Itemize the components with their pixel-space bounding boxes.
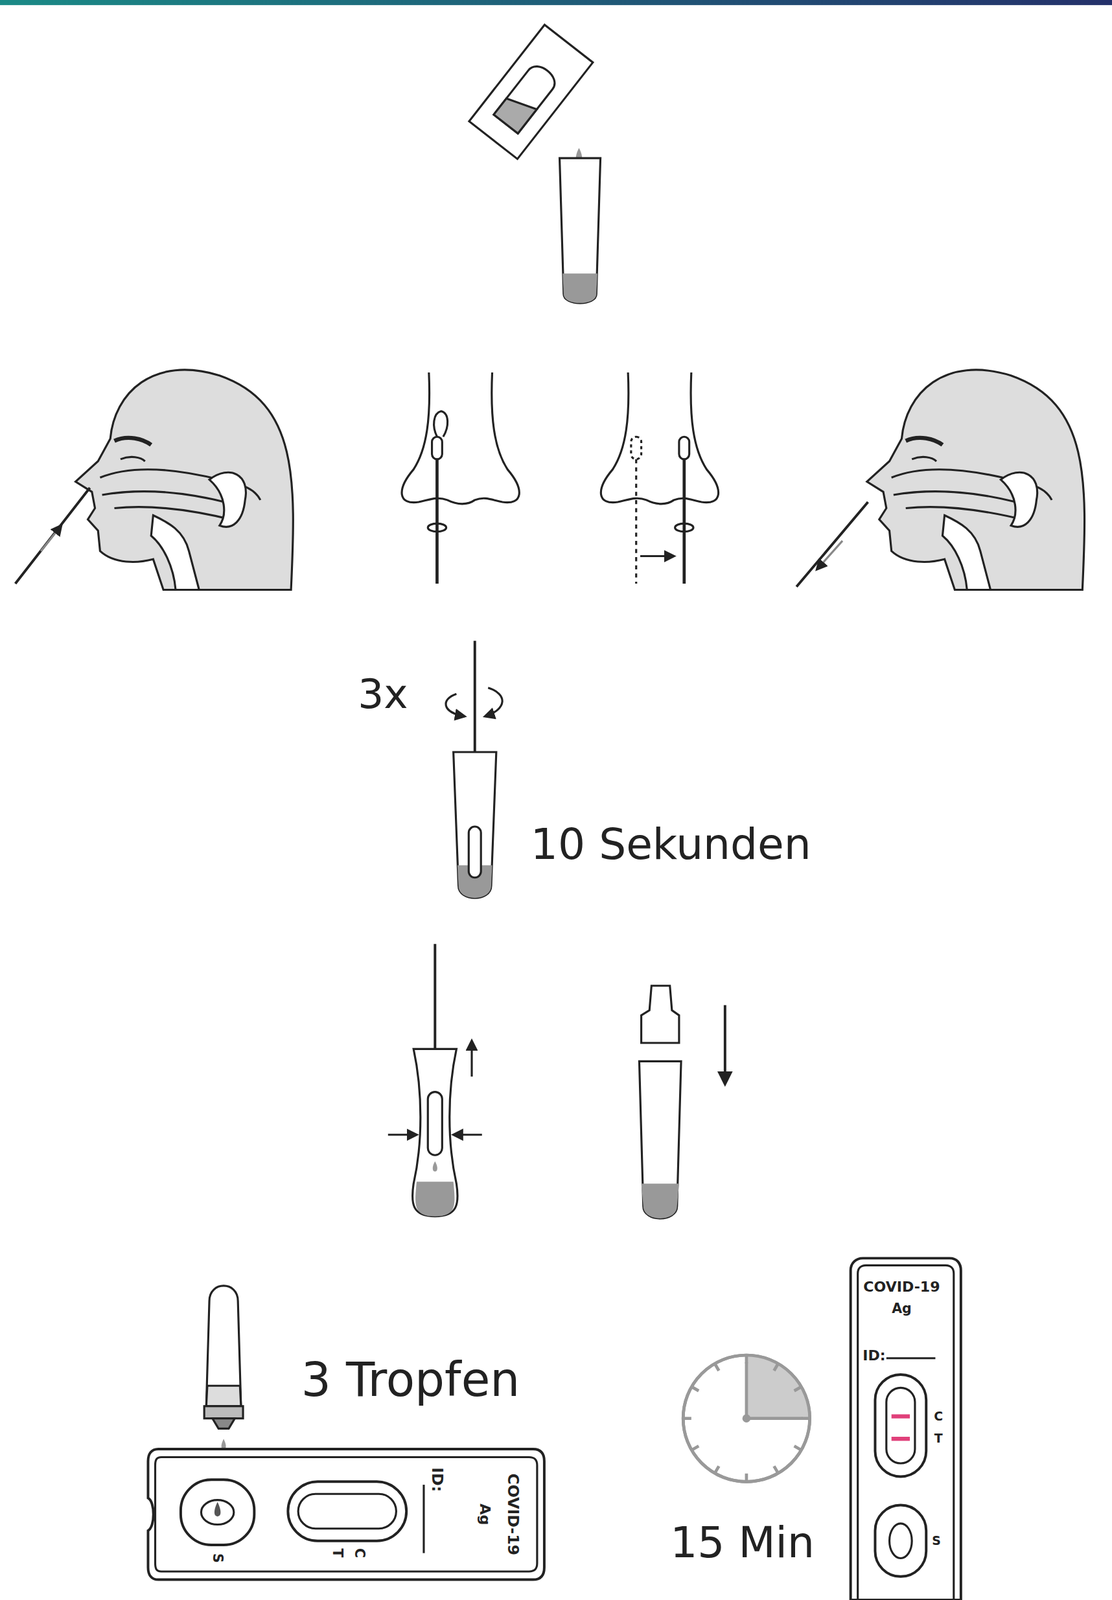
clock-tick bbox=[745, 1356, 749, 1365]
clock-tick bbox=[684, 1417, 692, 1421]
well-marker: S bbox=[931, 1535, 941, 1548]
time-label: 15 Min bbox=[670, 1522, 815, 1565]
clock-tick bbox=[773, 1364, 778, 1372]
clock-tick bbox=[692, 1446, 700, 1451]
drops-label: 3 Tropfen bbox=[301, 1356, 520, 1404]
clock-tick bbox=[794, 1446, 801, 1451]
clock-tick bbox=[715, 1364, 720, 1372]
line-marker: T bbox=[934, 1433, 943, 1446]
clock-tick bbox=[745, 1474, 749, 1482]
cassette-subtitle: Ag bbox=[477, 1504, 492, 1526]
clock-tick bbox=[692, 1388, 700, 1392]
line-marker: C bbox=[933, 1410, 943, 1424]
clock-tick bbox=[715, 1466, 720, 1473]
clock-tick bbox=[773, 1466, 778, 1473]
line-marker: C bbox=[352, 1548, 366, 1559]
well-marker: S bbox=[210, 1553, 224, 1564]
cassette-title: COVID-19 bbox=[863, 1279, 940, 1295]
cassette-title: COVID-19 bbox=[504, 1473, 521, 1556]
clock-tick bbox=[801, 1417, 809, 1421]
line-marker: T bbox=[331, 1549, 345, 1559]
cassette-subtitle: Ag bbox=[891, 1301, 912, 1315]
clock-tick bbox=[794, 1388, 801, 1392]
id-label: ID: bbox=[862, 1348, 886, 1363]
id-label: ID: bbox=[429, 1467, 446, 1493]
duration-label: 10 Sekunden bbox=[530, 823, 812, 867]
count-label: 3x bbox=[357, 673, 408, 715]
